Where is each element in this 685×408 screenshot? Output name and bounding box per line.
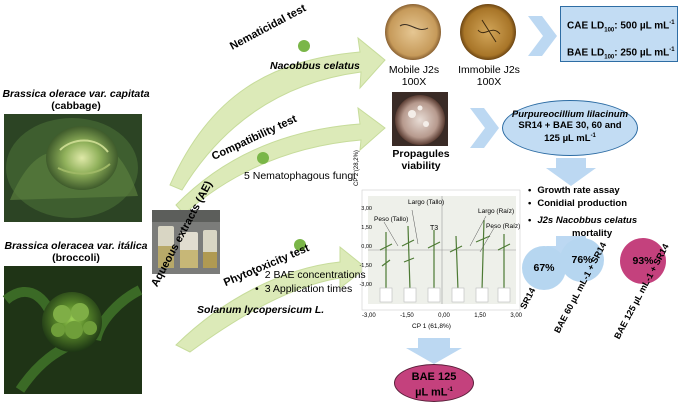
bae-ld-sub: 100 [604, 54, 615, 61]
nematicidal-arrow [169, 36, 386, 191]
compatibility-dot [257, 152, 269, 164]
cae-ld-value: : 500 µL mL [614, 20, 670, 32]
pca-annotation-largo-raiz: Largo (Raíz) [478, 208, 515, 215]
compatibility-target: 5 Nematophagous fungi [244, 170, 356, 182]
fungus-concentration: 125 µL mL-1 [503, 131, 637, 144]
pca-xtick: -1,50 [400, 313, 414, 319]
pca-yticks: 3,00 1,50 0,00 -1,50 -3,00 [346, 200, 372, 295]
cabbage-common: (cabbage) [51, 100, 101, 112]
pca-xticks: -3,00 -1,50 0,00 1,50 3,00 [362, 313, 522, 319]
phytotoxicity-bullet-1: 2 BAE concentrations [255, 268, 366, 282]
assay-mortality-species: Nacobbus celatus [555, 215, 638, 226]
phytotoxicity-dot [294, 239, 306, 251]
nematicidal-target: Nacobbus celatus [270, 60, 360, 72]
down-arrow-result [406, 338, 462, 364]
immobile-j2s-dish [460, 4, 516, 60]
immobile-j2s-text: Immobile J2s [458, 64, 520, 76]
result-line1: BAE 125 [411, 371, 457, 383]
mobile-j2s-mag: 100X [401, 76, 427, 88]
assay-mortality-prefix: J2s [537, 215, 556, 226]
mortality-circle-bae60: 76% [560, 238, 604, 282]
chevron-to-fungus [470, 108, 499, 148]
result-ellipse: BAE 125 µL mL-1 [394, 364, 474, 402]
pca-ytick: 1,50 [361, 225, 372, 231]
pca-xlabel: CP 1 (61,8%) [412, 323, 451, 330]
assay-mortality-suffix: mortality [572, 228, 613, 239]
bae-ld-value: : 250 µL mL [614, 47, 670, 59]
immobile-j2s-mag: 100X [476, 76, 502, 88]
broccoli-photo [2, 266, 143, 394]
pca-ytick: -3,00 [359, 282, 372, 288]
fungi-dish [392, 92, 448, 146]
propagules-line2: viability [401, 160, 441, 172]
propagules-line1: Propagules [392, 148, 450, 160]
result-line2: µL mL-1 [395, 384, 473, 400]
mortality-circle-bae125: 93% [620, 238, 666, 284]
pca-annotation-peso-raiz: Peso (Raíz) [486, 223, 521, 230]
phytotoxicity-target-text: Solanum lycopersicum L. [197, 304, 325, 316]
compatibility-arrow [175, 106, 386, 215]
pca-ylabel: CP 2 (28,2%) [354, 150, 360, 186]
pca-ytick: 0,00 [361, 244, 372, 250]
extract-bottles-photo [152, 210, 220, 274]
chevron-to-ld [528, 16, 557, 56]
cabbage-photo [4, 114, 142, 222]
assay-growth: Growth rate assay [528, 184, 637, 197]
nematicidal-dot [298, 40, 310, 52]
broccoli-name: Brassica oleracea var. itálica [4, 240, 148, 252]
pca-annotation-t3: T3 [430, 225, 439, 232]
pca-xtick: -3,00 [362, 313, 376, 319]
pca-annotation-peso-tallo: Peso (Tallo) [374, 216, 409, 223]
fungus-treatments: SR14 + BAE 30, 60 and [518, 120, 622, 131]
pca-ytick: -1,50 [359, 263, 372, 269]
mobile-j2s-text: Mobile J2s [388, 64, 440, 76]
broccoli-common: (broccoli) [52, 252, 100, 264]
pca-annotation-largo-tallo: Largo (Tallo) [408, 199, 445, 206]
result-line2-text: µL mL [415, 386, 448, 399]
cae-ld-sub: 100 [604, 27, 615, 34]
mobile-j2s-dish [385, 4, 441, 60]
bae-ld-label: BAE LD [567, 47, 605, 59]
assays-list: Growth rate assay Conidial production J2… [528, 184, 637, 240]
pca-xtick: 0,00 [438, 313, 450, 319]
mobile-j2s-label: Mobile J2s 100X [384, 64, 444, 88]
mortality-circle-sr14: 67% [522, 246, 566, 290]
ld-box: CAE LD100: 500 µL mL-1 BAE LD100: 250 µL… [560, 6, 678, 62]
fungus-concentration-text: 125 µL mL [544, 133, 591, 145]
bae-ld-sup: -1 [669, 47, 675, 54]
pca-ytick: 3,00 [361, 206, 372, 212]
fungus-concentration-sup: -1 [590, 133, 596, 139]
broccoli-label: Brassica oleracea var. itálica (broccoli… [2, 240, 150, 264]
pca-plot [361, 189, 521, 311]
pca-xtick: 3,00 [510, 313, 522, 319]
cae-ld-sup: -1 [669, 20, 675, 26]
fungus-name: Purpureocillium lilacinum [511, 109, 629, 120]
phytotoxicity-bullet-2: 3 Application times [255, 282, 366, 296]
phytotoxicity-bullets: 2 BAE concentrations 3 Application times [255, 268, 366, 296]
cae-ld: CAE LD100: 500 µL mL-1 [567, 13, 675, 40]
assay-mortality: J2s Nacobbus celatus [528, 214, 637, 227]
cabbage-name: Brassica olerace var. capitata [2, 88, 150, 100]
cae-ld-label: CAE LD [567, 20, 605, 32]
cabbage-label: Brassica olerace var. capitata (cabbage) [2, 88, 150, 112]
pca-xtick: 1,50 [474, 313, 486, 319]
immobile-j2s-label: Immobile J2s 100X [454, 64, 524, 88]
result-line2-sup: -1 [447, 387, 453, 393]
assay-conidial: Conidial production [528, 197, 637, 210]
fungus-ellipse: Purpureocillium lilacinum SR14 + BAE 30,… [502, 100, 638, 156]
propagules-label: Propagules viability [386, 148, 456, 172]
down-arrow-fungus [546, 158, 596, 186]
phytotoxicity-target: Solanum lycopersicum L. [197, 304, 324, 316]
bae-ld: BAE LD100: 250 µL mL-1 [567, 40, 675, 67]
